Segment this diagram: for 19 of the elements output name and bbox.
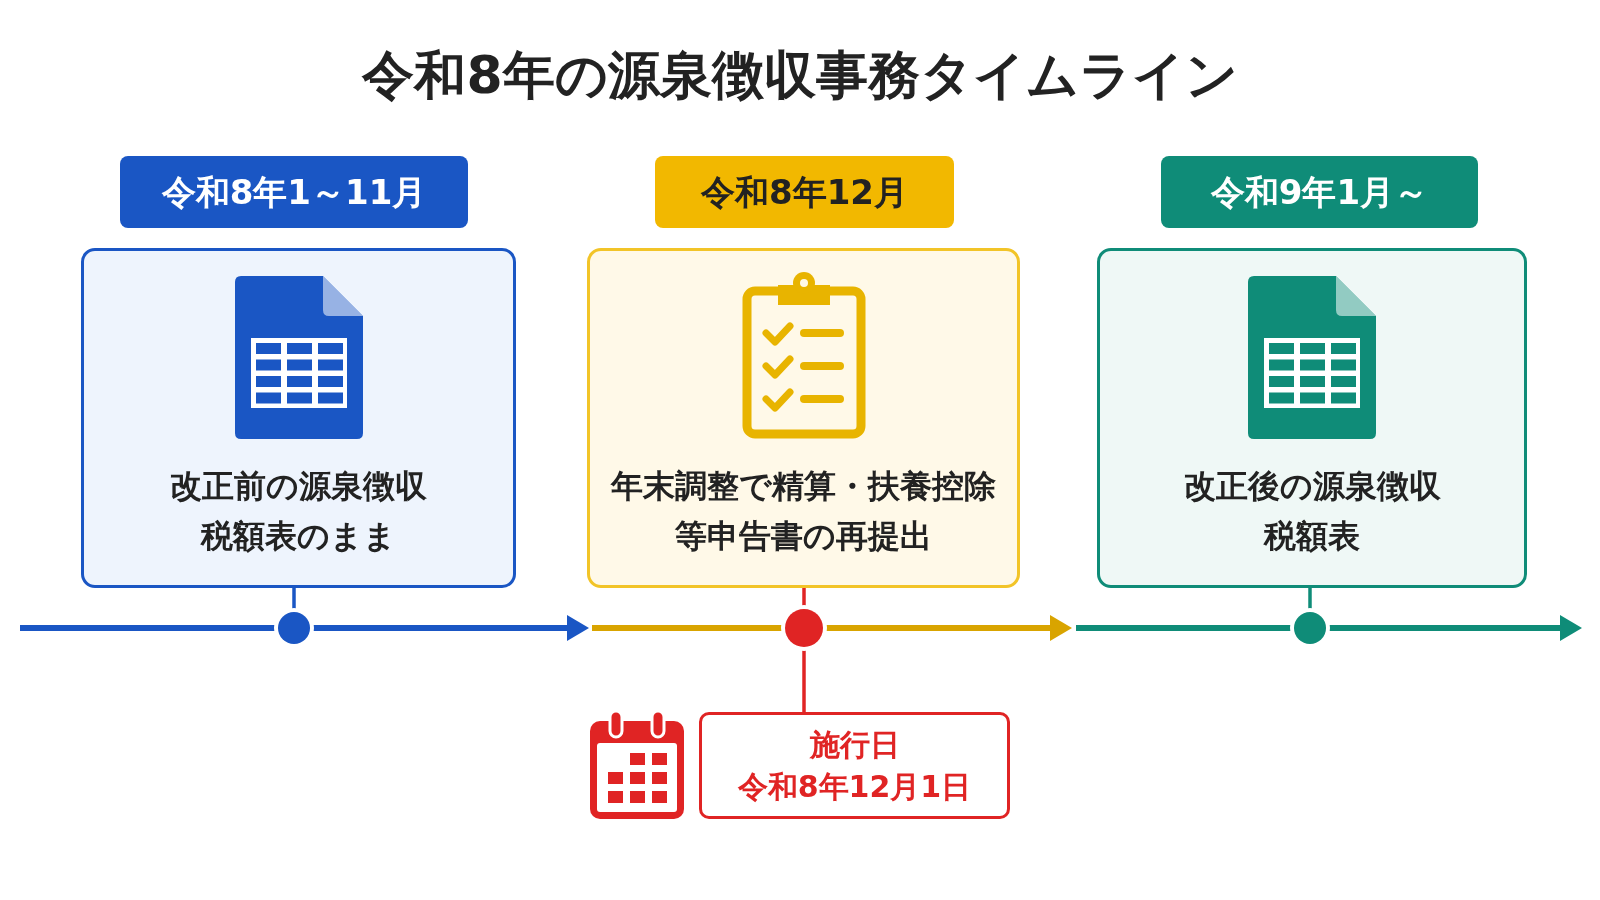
period-tab [120,156,468,228]
title: 令和8年の源泉徴収事務タイムライン [360,44,1239,107]
stage-box [1097,248,1527,588]
period-label: 令和8年12月 [701,171,908,214]
stage-text: 改正前の源泉徴収税額表のまま [169,466,428,557]
date-box [699,712,1010,819]
date-text: 令和8年12月1日 [737,767,972,806]
period-label: 令和9年1月～ [1210,171,1429,214]
date-heading: 施行日 [809,725,900,764]
stage-text: 改正後の源泉徴収税額表 [1182,466,1442,557]
period-tab [1161,156,1478,228]
timeline-dot [1294,612,1326,644]
period-label: 令和8年1～11月 [161,171,427,214]
stage-box [81,248,516,588]
timeline-dot [785,609,823,647]
period-tab [655,156,954,228]
stage-text: 年末調整で精算・扶養控除等申告書の再提出 [609,466,997,557]
stage-box [587,248,1020,588]
timeline-dot [278,612,310,644]
